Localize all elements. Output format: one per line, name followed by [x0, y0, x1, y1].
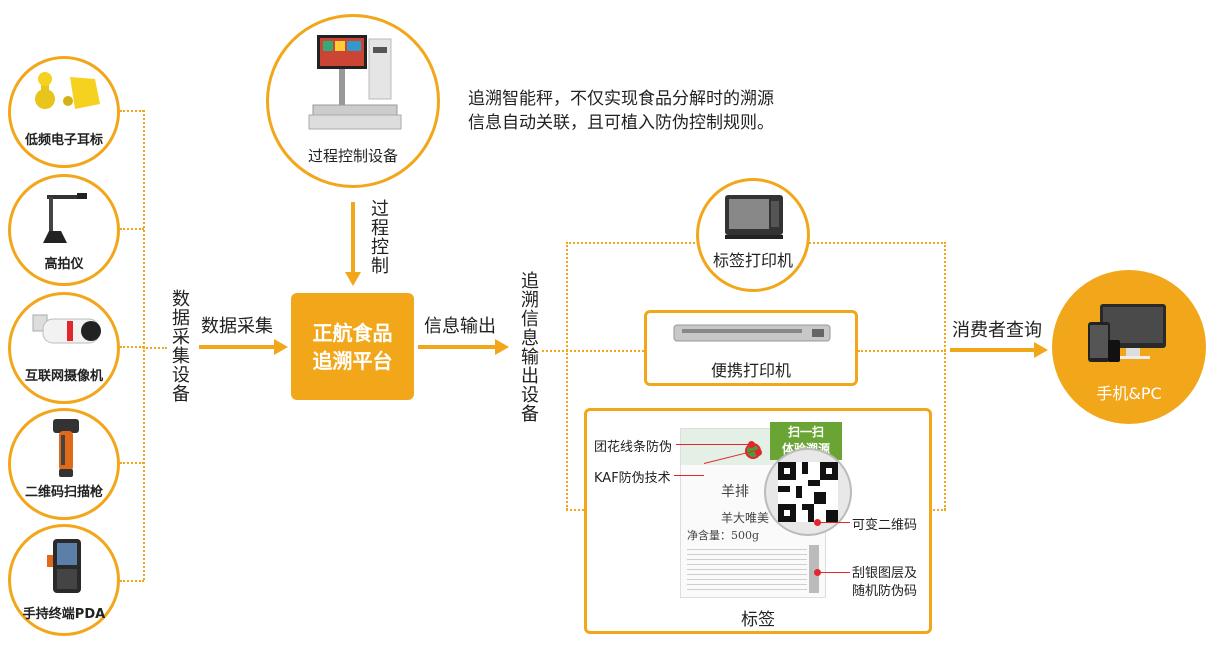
device-circle-scanner: 二维码扫描枪	[8, 408, 120, 520]
annotation-scratch-line1: 刮银图层及	[852, 566, 918, 581]
platform-line1: 正航食品	[312, 320, 393, 345]
portable-printer-box: 便携打印机	[644, 310, 858, 386]
trace-platform[interactable]: 正航食品 追溯平台	[291, 293, 414, 400]
connector-line	[143, 110, 145, 580]
annotation-variable-qr: 可变二维码	[852, 518, 918, 533]
pointer-dot	[814, 569, 821, 576]
connector-line	[566, 509, 584, 511]
device-label: 互联网摄像机	[24, 369, 103, 384]
net-content: 净含量：500g	[687, 529, 760, 542]
device-circle-doc-camera: 高拍仪	[8, 174, 120, 286]
label-section-title: 标签	[741, 610, 775, 630]
connector-line	[566, 242, 568, 510]
arrow	[351, 202, 355, 272]
device-circle-ear-tag: 低频电子耳标	[8, 56, 120, 168]
arrow	[199, 345, 275, 349]
arrow	[950, 348, 1036, 352]
ear-tag-icon	[35, 72, 100, 109]
ip-camera-icon	[32, 314, 101, 344]
connector-line	[858, 350, 946, 352]
qr-magnifier	[764, 448, 852, 536]
annotation-flower-line: 团花线条防伪	[594, 440, 673, 455]
pointer-line	[818, 522, 850, 523]
connector-line	[120, 346, 144, 348]
document-camera-icon	[43, 193, 87, 243]
connector-line	[143, 347, 167, 349]
product-name: 羊排	[721, 484, 749, 500]
device-label: 二维码扫描枪	[24, 485, 103, 500]
process-note-line1: 追溯智能秤，不仅实现食品分解时的溯源	[468, 89, 774, 109]
connector-line	[120, 462, 144, 464]
smart-scale-icon	[308, 35, 402, 130]
arrow-head	[495, 339, 509, 355]
arrow-head	[1034, 342, 1048, 358]
pointer-line	[818, 572, 850, 573]
connector-line	[944, 242, 946, 510]
device-circle-ip-camera: 互联网摄像机	[8, 292, 120, 404]
device-circle-smart-scale: 过程控制设备	[266, 14, 440, 188]
portable-printer-label: 便携打印机	[710, 361, 791, 380]
data-collect-label: 数据采集	[201, 316, 273, 337]
process-device-label: 过程控制设备	[307, 147, 398, 165]
phone-pc-label: 手机&PC	[1096, 384, 1162, 403]
process-note-line2: 信息自动关联，且可植入防伪控制规则。	[468, 113, 774, 133]
devices-icon	[1088, 304, 1166, 362]
phone-pc-circle[interactable]: 手机&PC	[1052, 270, 1206, 424]
device-label: 高拍仪	[44, 257, 84, 272]
qr-code-icon	[778, 462, 838, 522]
connector-line	[120, 228, 144, 230]
connector-line	[542, 350, 644, 352]
label-printer-label: 标签打印机	[712, 251, 793, 270]
platform-line2: 追溯平台	[312, 348, 393, 373]
device-label: 手持终端PDA	[22, 607, 106, 622]
pointer-line	[676, 444, 752, 445]
pointer-line	[674, 475, 704, 476]
info-output-label: 信息输出	[424, 316, 496, 337]
pointer-dot	[814, 519, 821, 526]
pointer-dot	[748, 441, 755, 448]
collect-devices-label: 数据采集设备	[172, 289, 190, 405]
product-sub: 羊大唯美	[721, 511, 770, 525]
consumer-query-label: 消费者查询	[952, 320, 1042, 341]
label-small-print	[687, 545, 807, 593]
annotation-scratch-line2: 随机防伪码	[852, 584, 918, 599]
portable-printer-icon	[673, 324, 831, 342]
device-label: 低频电子耳标	[24, 133, 103, 148]
pointer-dot	[755, 449, 762, 456]
device-circle-pda: 手持终端PDA	[8, 524, 120, 636]
process-control-label: 过程控制	[371, 199, 389, 277]
annotation-kaf: KAF防伪技术	[594, 471, 671, 486]
pda-icon	[47, 539, 81, 593]
connector-line	[120, 110, 144, 112]
arrow-head	[345, 272, 361, 286]
connector-line	[120, 580, 144, 582]
label-printer-icon	[725, 195, 783, 239]
scratch-strip	[809, 545, 819, 593]
scan-badge-line1: 扫一扫	[787, 425, 824, 439]
device-circle-label-printer: 标签打印机	[696, 178, 810, 292]
arrow	[418, 345, 496, 349]
connector-line	[930, 509, 946, 511]
trace-output-devices-label: 追溯信息输出设备	[521, 271, 539, 425]
arrow-head	[274, 339, 288, 355]
barcode-scanner-icon	[53, 419, 79, 477]
